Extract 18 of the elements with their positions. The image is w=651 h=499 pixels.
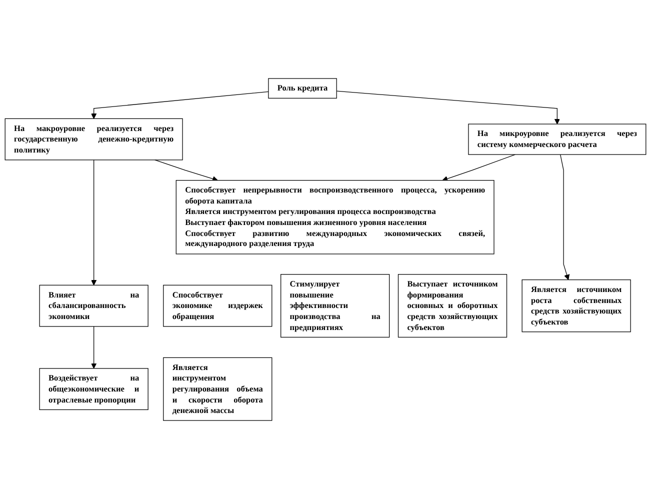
arrow bbox=[560, 154, 570, 280]
node-box: Способствует непрерывности воспроизводственного процесса, ускорению оборота капитала Является инструментом регулирования процесса воспроизводства Выступает фактором повышения жизненного уровня населения Способствует развитию международных экономических связей, международного разделения труда bbox=[176, 180, 494, 254]
node-box: Роль кредита bbox=[268, 78, 337, 99]
node-box: Стимулирует повышение эффективности производства на предприятиях bbox=[280, 274, 390, 338]
arrow bbox=[91, 160, 97, 286]
node-box: Воздействует на общеэкономические и отраслевые пропорции bbox=[39, 368, 148, 410]
arrow bbox=[91, 91, 269, 119]
node-box: Влияет на сбалансированность экономики bbox=[39, 284, 148, 327]
node-box: Является инструментом регулирования объема и скорости оборота денежной массы bbox=[163, 357, 272, 421]
node-box: На макроуровне реализуется через государственную денежно-кредитную политику bbox=[4, 118, 183, 160]
arrow bbox=[154, 160, 218, 182]
node-box: Является источником роста собственных средств хозяйствующих субъектов bbox=[522, 279, 631, 332]
node-box: На микроуровне реализуется через систему коммерческого расчета bbox=[468, 124, 646, 155]
arrow bbox=[442, 154, 516, 182]
node-box: Способствует экономике издержек обращения bbox=[163, 284, 272, 327]
arrow bbox=[91, 326, 97, 369]
arrow bbox=[336, 90, 560, 124]
node-box: Выступает источником формирования основных и оборотных средств хозяйствующих субъектов bbox=[398, 274, 508, 338]
